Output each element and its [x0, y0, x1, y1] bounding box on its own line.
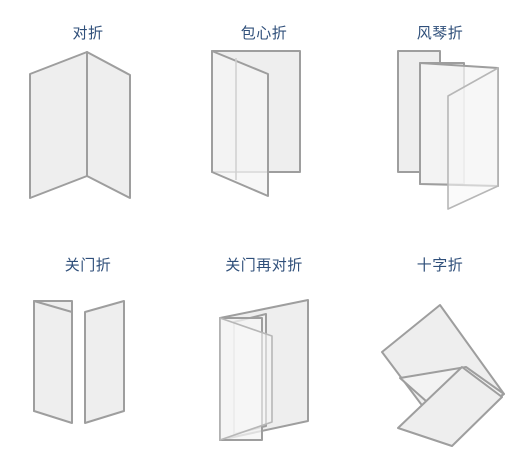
accordion-fold-illustration	[397, 50, 499, 210]
fold-label: 关门再对折	[225, 256, 303, 274]
fold-accordion: 风琴折	[352, 0, 528, 232]
cross-fold-illustration	[381, 304, 505, 447]
fold-gate: 关门折	[0, 232, 176, 464]
fold-label: 风琴折	[416, 24, 464, 42]
fold-label: 对折	[72, 24, 104, 42]
fold-half: 对折	[0, 0, 176, 232]
gate-fold-illustration	[33, 300, 125, 424]
fold-double-gate: 关门再对折	[176, 232, 352, 464]
fold-label: 关门折	[64, 256, 112, 274]
fold-cross: 十字折	[352, 232, 528, 464]
fold-roll: 包心折	[176, 0, 352, 232]
half-fold-illustration	[29, 51, 131, 199]
roll-fold-illustration	[211, 50, 301, 197]
double-gate-fold-illustration	[219, 299, 309, 441]
fold-label: 包心折	[240, 24, 288, 42]
fold-label: 十字折	[416, 256, 464, 274]
